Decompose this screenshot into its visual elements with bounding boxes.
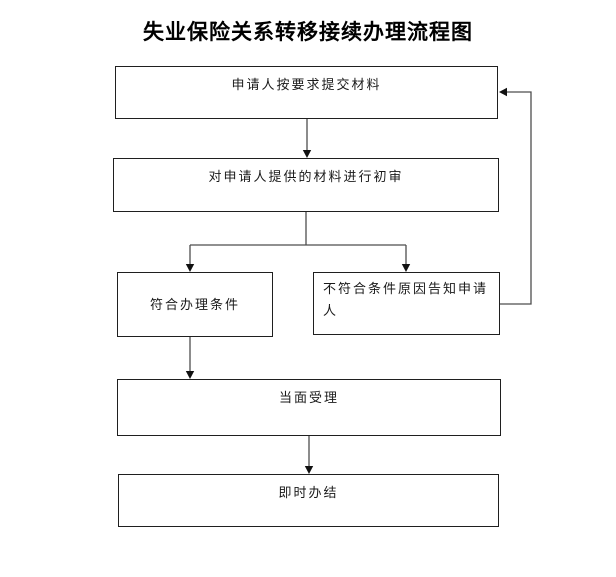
flow-node-immediate-completion: 即时办结	[118, 474, 499, 527]
flow-node-review-label: 对申请人提供的材料进行初审	[208, 169, 404, 184]
arrow-submit-to-review	[302, 119, 312, 158]
arrow-review-branch	[190, 212, 406, 246]
flow-node-unqualified-label: 不符合条件原因告知申请人	[323, 281, 489, 318]
arrow-branch-to-unqualified	[401, 245, 411, 272]
flow-node-submit-label: 申请人按要求提交材料	[231, 77, 382, 92]
arrow-branch-to-qualified	[185, 245, 195, 272]
flow-node-accept-label: 当面受理	[278, 390, 339, 405]
flow-node-initial-review: 对申请人提供的材料进行初审	[113, 158, 499, 212]
arrow-unqualified-to-submit	[499, 87, 532, 305]
flow-node-qualified-label: 符合办理条件	[149, 296, 240, 312]
flow-node-accept-in-person: 当面受理	[117, 379, 501, 436]
flow-node-complete-label: 即时办结	[278, 485, 339, 500]
flowchart-title: 失业保险关系转移接续办理流程图	[143, 21, 473, 44]
arrow-qualified-to-accept	[185, 337, 195, 379]
flow-node-qualified: 符合办理条件	[117, 272, 273, 337]
arrow-accept-to-complete	[304, 436, 314, 474]
flow-node-submit-materials: 申请人按要求提交材料	[115, 66, 498, 119]
flow-node-unqualified-notify: 不符合条件原因告知申请人	[313, 272, 500, 335]
